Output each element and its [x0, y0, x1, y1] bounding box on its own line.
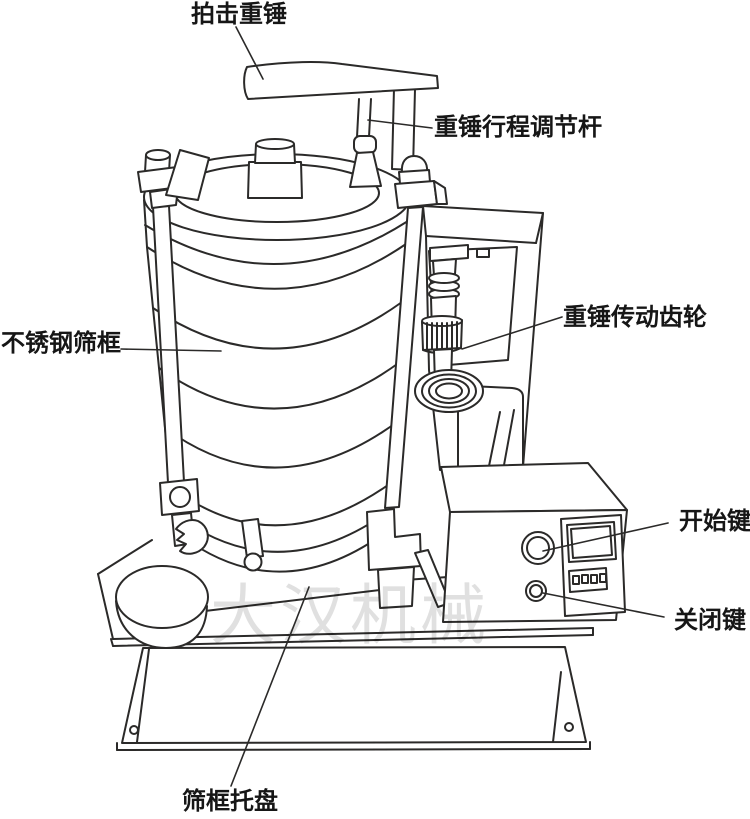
- counter-digit: [573, 576, 579, 584]
- label-tray: 筛框托盘: [182, 787, 278, 815]
- frame-leg: [489, 412, 500, 466]
- sieve-ring: [153, 302, 402, 349]
- hanger-bracket: [430, 245, 468, 261]
- watermark: 大汉机械: [210, 577, 490, 654]
- leader-close-key: [543, 593, 664, 617]
- bolt-hole-right: [565, 723, 573, 731]
- counter-digit: [600, 574, 606, 582]
- anvil-block: [248, 139, 302, 198]
- bolt-hole-left: [130, 726, 138, 734]
- hammer-arm: [244, 62, 438, 99]
- leader-stroke-rod: [368, 120, 432, 128]
- label-sieve-frame: 不锈钢筛框: [1, 329, 121, 357]
- sieve-ring: [159, 362, 400, 409]
- post-bracket: [367, 509, 421, 570]
- frame-leg: [504, 410, 514, 465]
- leader-lines: [121, 27, 668, 786]
- sieve-ring: [147, 244, 406, 289]
- leader-tray: [231, 587, 309, 786]
- label-hammer: 拍击重锤: [191, 0, 287, 28]
- label-close-key: 关闭键: [674, 606, 746, 634]
- leader-start-key: [543, 523, 668, 551]
- cover-clamp-wedge: [166, 150, 209, 200]
- left-clamp-rod: [138, 150, 209, 554]
- label-gear: 重锤传动齿轮: [563, 303, 707, 331]
- sieve-ring: [165, 422, 397, 468]
- sieve-stack: [144, 154, 410, 572]
- cam-lever: [176, 520, 208, 554]
- adjust-rod: [357, 99, 359, 137]
- rod-collar: [354, 136, 376, 153]
- spring-coil: [429, 273, 459, 283]
- hammer-assembly: [244, 62, 438, 187]
- drive-frame: [415, 206, 543, 470]
- leader-hammer: [236, 27, 263, 79]
- label-start-key: 开始键: [679, 507, 750, 535]
- machine-leg: [378, 567, 414, 608]
- discharge-spout: [242, 519, 263, 571]
- right-clamp-rod: [367, 88, 450, 608]
- label-stroke-rod: 重锤行程调节杆: [434, 113, 602, 141]
- counter-digit: [582, 575, 588, 583]
- leader-gear: [462, 317, 562, 349]
- counter-digit: [591, 575, 597, 583]
- control-box: [441, 463, 627, 622]
- foot-pad: [116, 566, 208, 648]
- base-cabinet: [117, 647, 590, 750]
- leader-sieve-frame: [121, 349, 221, 351]
